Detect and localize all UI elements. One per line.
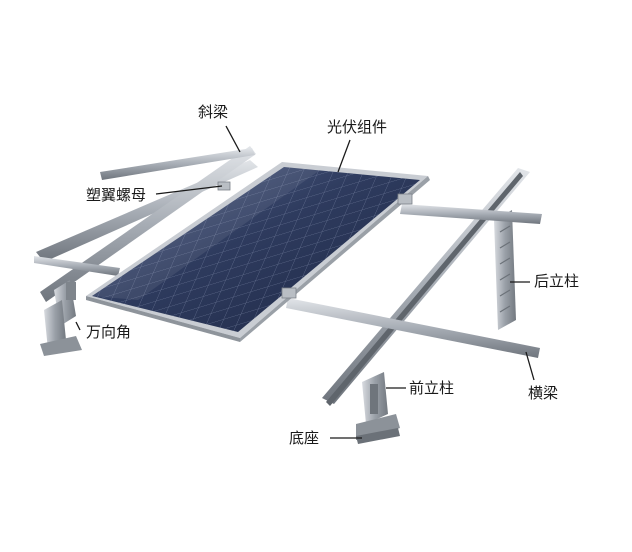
label-angle-bracket: 万向角 xyxy=(86,323,132,341)
label-wing-nut: 塑翼螺母 xyxy=(86,186,147,204)
leader-diagonal-beam xyxy=(225,125,241,153)
leader-angle-bracket xyxy=(75,321,81,331)
rear-post xyxy=(494,210,516,330)
cross-beam-front xyxy=(286,298,540,358)
diagonal-beam-left xyxy=(40,146,256,302)
leader-lines xyxy=(75,125,535,439)
label-cross-beam: 横梁 xyxy=(528,384,559,402)
leader-wing-nut xyxy=(155,185,223,195)
leader-pv-module xyxy=(337,139,351,173)
diagonal-beam-right xyxy=(322,168,530,406)
leader-cross-beam xyxy=(525,351,535,381)
label-rear-post: 后立柱 xyxy=(534,272,580,290)
label-front-post: 前立柱 xyxy=(409,379,455,397)
label-pv-module: 光伏组件 xyxy=(327,118,388,136)
label-base: 底座 xyxy=(289,429,320,447)
cross-beam-top xyxy=(400,204,542,224)
solar-panel xyxy=(86,162,430,342)
label-diagonal-beam: 斜梁 xyxy=(198,103,229,121)
left-long-rail xyxy=(34,256,120,276)
left-support xyxy=(40,280,82,356)
front-post xyxy=(356,372,400,444)
panel-clamps xyxy=(217,181,413,299)
